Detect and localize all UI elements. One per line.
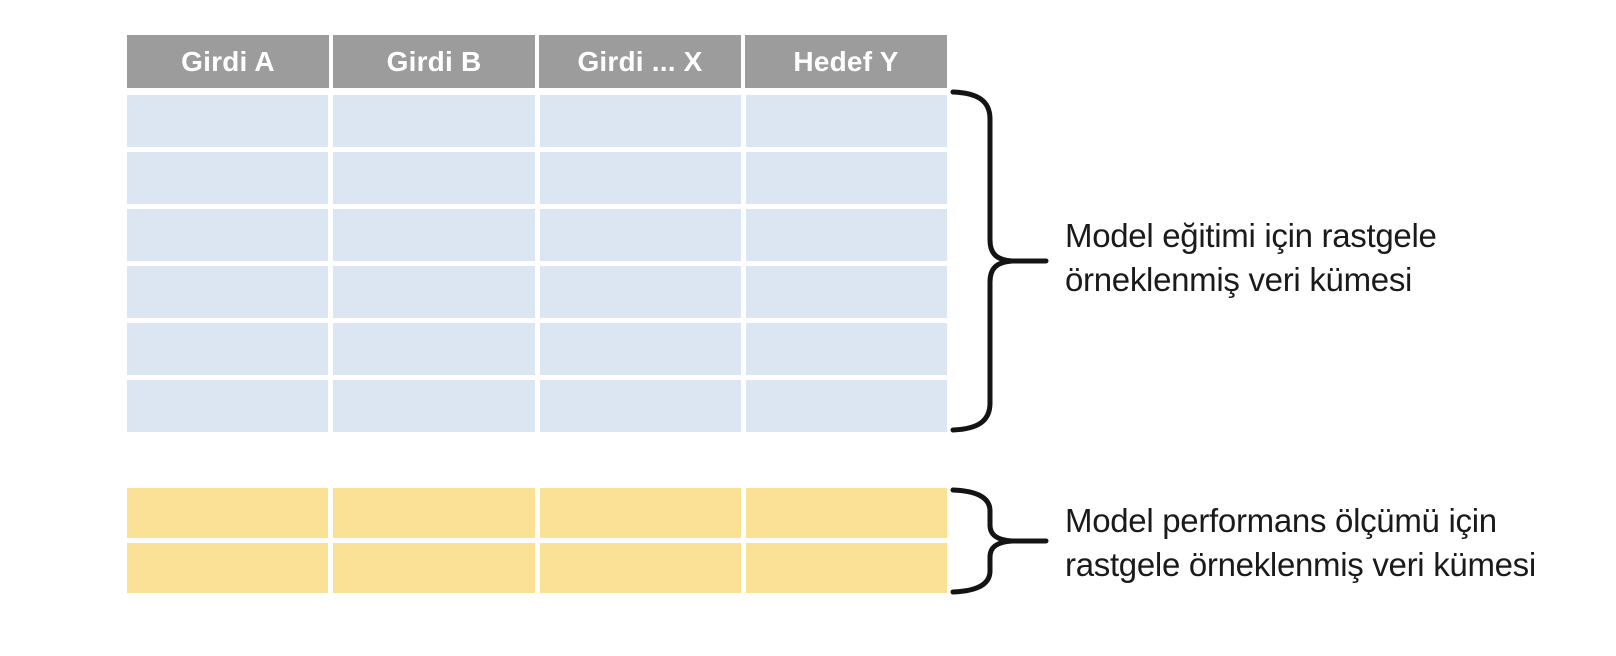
test-cell [745, 488, 947, 538]
test-cell [127, 488, 329, 538]
column-header-girdi-a: Girdi A [127, 35, 329, 88]
column-header-girdi-b: Girdi B [333, 35, 535, 88]
dataset-table: Girdi A Girdi B Girdi ... X Hedef Y [127, 35, 947, 593]
train-cell [333, 209, 535, 261]
test-set-label-line1: Model performans ölçümü için [1065, 502, 1497, 539]
train-cell [539, 323, 741, 375]
train-cell [745, 323, 947, 375]
train-cell [539, 380, 741, 432]
train-rows-grid [127, 95, 947, 432]
train-cell [745, 266, 947, 318]
train-cell [127, 266, 329, 318]
train-cell [333, 266, 535, 318]
train-cell [333, 323, 535, 375]
test-cell [333, 543, 535, 593]
train-cell [539, 95, 741, 147]
test-set-label: Model performans ölçümü için rastgele ör… [1065, 499, 1536, 587]
column-header-girdi-x: Girdi ... X [539, 35, 741, 88]
train-cell [745, 209, 947, 261]
train-cell [127, 152, 329, 204]
train-set-label: Model eğitimi için rastgele örneklenmiş … [1065, 214, 1437, 302]
test-cell [539, 543, 741, 593]
train-cell [745, 152, 947, 204]
train-cell [539, 152, 741, 204]
train-set-label-line2: örneklenmiş veri kümesi [1065, 261, 1413, 298]
table-header-row: Girdi A Girdi B Girdi ... X Hedef Y [127, 35, 947, 88]
train-cell [745, 380, 947, 432]
train-cell [127, 323, 329, 375]
train-cell [127, 380, 329, 432]
column-header-hedef-y: Hedef Y [745, 35, 947, 88]
test-cell [127, 543, 329, 593]
train-cell [539, 209, 741, 261]
test-set-label-line2: rastgele örneklenmiş veri kümesi [1065, 546, 1536, 583]
train-cell [745, 95, 947, 147]
test-cell [539, 488, 741, 538]
curly-brace-train-icon [950, 89, 1049, 433]
test-cell [745, 543, 947, 593]
test-rows-grid [127, 488, 947, 593]
train-cell [333, 95, 535, 147]
train-cell [333, 152, 535, 204]
train-set-label-line1: Model eğitimi için rastgele [1065, 217, 1437, 254]
test-cell [333, 488, 535, 538]
curly-brace-test-icon [950, 487, 1049, 595]
train-cell [333, 380, 535, 432]
train-cell [539, 266, 741, 318]
train-cell [127, 209, 329, 261]
train-cell [127, 95, 329, 147]
